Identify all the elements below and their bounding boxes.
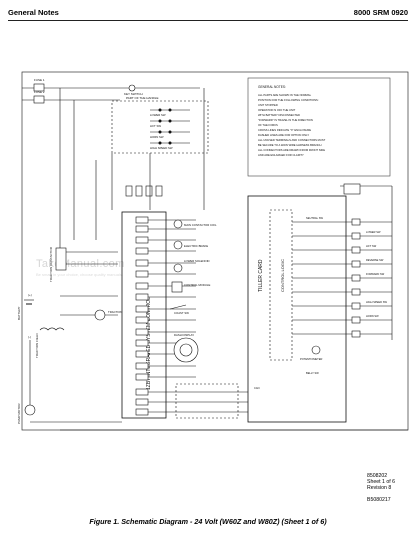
tiller-connector-box xyxy=(343,183,361,195)
traction-motor-symbol xyxy=(94,309,106,321)
control-module-symbol xyxy=(171,281,183,293)
lower-solenoid-symbol xyxy=(173,263,183,273)
reverse-sw-label: REVERSE SW xyxy=(366,258,384,262)
forward-sw-label: FORWARD SW xyxy=(366,272,385,276)
dash-display-label: DASH DISPLAY xyxy=(174,333,194,337)
notes-line: CROSS LINES INDICATE "X" ENCLOSURE xyxy=(258,128,311,132)
controller-pin-boxes xyxy=(135,216,149,416)
battery-plus: (+) xyxy=(28,293,32,297)
high-speed-sw-label: HIGH SPEED SW xyxy=(150,146,173,150)
fuse-2-symbol xyxy=(33,95,45,104)
traction-field-coil xyxy=(39,327,65,331)
fuse-1-label: FUSE 1 xyxy=(34,78,45,82)
high-speed-r-label: HIGH SPEED SW xyxy=(366,300,387,304)
drawing-code: B5080217 xyxy=(367,497,391,503)
coast-sw-label: COAST SW xyxy=(174,311,189,315)
pump-motor-symbol xyxy=(24,404,36,416)
notes-line: OPERATOR IS OFF THE UNIT xyxy=(258,108,296,112)
horn-sw-label: HORN SW xyxy=(150,135,164,139)
notes-line: BE SECURE TO A WAIN WIRE HARNESS BRANCH xyxy=(258,143,321,147)
key-switch-symbol xyxy=(128,84,136,92)
electric-brake-label: ELECTRIC BRAKE xyxy=(184,244,208,248)
pot-label: POTENTIOMETER xyxy=(300,357,322,361)
watermark-sub: Be smart in your choice, choose quality … xyxy=(36,272,123,277)
notes-lines: ALL PARTS ARE SHOWN IN THE NORMAL POSITI… xyxy=(258,93,326,157)
handle-switches xyxy=(150,108,190,145)
battery-label: BATTERY xyxy=(17,306,21,320)
handle-box xyxy=(111,100,209,154)
tiller-card-label: TILLER CARD xyxy=(258,259,264,292)
notes-line: UNIT STOPPED xyxy=(258,103,278,107)
schematic-frame xyxy=(21,71,409,431)
fuse-1-symbol xyxy=(33,83,45,92)
pump-motor-label: PUMP MOTOR xyxy=(17,403,21,424)
header-rule xyxy=(8,20,408,21)
notes-line: OF THE FORKS xyxy=(258,123,278,127)
potentiometer-symbol xyxy=(311,345,321,355)
revision: Revision 8 xyxy=(367,485,392,491)
belly-sw-label: BELLY SW xyxy=(306,371,319,375)
traction-label: TRACTION xyxy=(108,310,122,314)
header-left: General Notes xyxy=(8,8,59,17)
notes-line: "FORWARD" IS TRAVEL IN THE DIRECTION xyxy=(258,118,313,122)
notes-line: ALL UNUSED TERMINALS AND CONNECTORS MUST xyxy=(258,138,326,142)
drawing-number: 8508202 xyxy=(367,473,388,479)
battery-minus: (-) xyxy=(28,335,31,339)
sheet-number: Sheet 1 of 6 xyxy=(367,479,395,485)
traction-field-label: TRACTION FIELD xyxy=(35,332,39,358)
notes-title: GENERAL NOTES: xyxy=(258,85,286,89)
tiller-pin-boxes xyxy=(351,218,361,338)
lift-sw-r-label: LIFT SW xyxy=(366,244,377,248)
notes-line: DASHED LINES ARE FOR OPTION ONLY xyxy=(258,133,309,137)
lower-solenoid-label: LOWER SOLENOID xyxy=(184,259,210,263)
header-right: 8000 SRM 0920 xyxy=(353,8,408,17)
controller-pins xyxy=(138,219,248,413)
notes-line: POSITION FOR THE FOLLOWING CONDITIONS: xyxy=(258,98,319,102)
traction-contactor-symbol xyxy=(55,247,67,271)
main-contactor-coil xyxy=(173,219,183,229)
notes-line: ALL PARTS ARE SHOWN IN THE NORMAL xyxy=(258,93,312,97)
neutral-sw-label: NEUTRAL SW xyxy=(306,216,323,220)
fuse-2-label: FUSE 2 xyxy=(34,90,45,94)
lower-sw-r-label: LOWER SW xyxy=(366,230,381,234)
notes-line: AND ARE ENLARGED FOR CLARITY xyxy=(258,153,304,157)
lower-sw-label: LOWER SW xyxy=(150,113,166,117)
key-switch-label: KEY SWITCH xyxy=(124,92,143,96)
notes-line: ALL CONNECTORS ARE DRAWN FROM FRONT SIDE xyxy=(258,148,325,152)
tiller-switch-rows xyxy=(292,221,392,335)
controller-label: 1ZB7 INTEGRATED SYSTEM CONTROL xyxy=(146,297,152,390)
tiller-card-box xyxy=(247,195,347,423)
control-logic-box xyxy=(269,209,293,361)
integrated-system-control-box xyxy=(121,211,167,419)
control-module-label: CONTROL MODULE xyxy=(184,283,210,287)
dash-display-symbol xyxy=(173,337,199,363)
notes-line: WITH BATTERY DISCONNECTED xyxy=(258,113,300,117)
handle-label: PART OF THE HANDLE xyxy=(126,96,158,100)
main-contactor-label: MAIN CONTACTOR COIL xyxy=(184,223,217,227)
traction-contactor-label: TRACTION CONTACTOR xyxy=(49,246,53,282)
lift-sw-label: LIFT SW xyxy=(150,124,161,128)
general-notes-box xyxy=(247,77,391,177)
horn-sw-r-label: HORN SW xyxy=(366,314,379,318)
control-logic-label: CONTROL LOGIC xyxy=(280,259,285,292)
figure-caption: Figure 1. Schematic Diagram - 24 Volt (W… xyxy=(89,517,327,526)
can-label: CAN xyxy=(254,386,260,390)
connector-row xyxy=(125,185,163,197)
electric-brake-symbol xyxy=(173,240,183,250)
option-box xyxy=(175,383,239,419)
